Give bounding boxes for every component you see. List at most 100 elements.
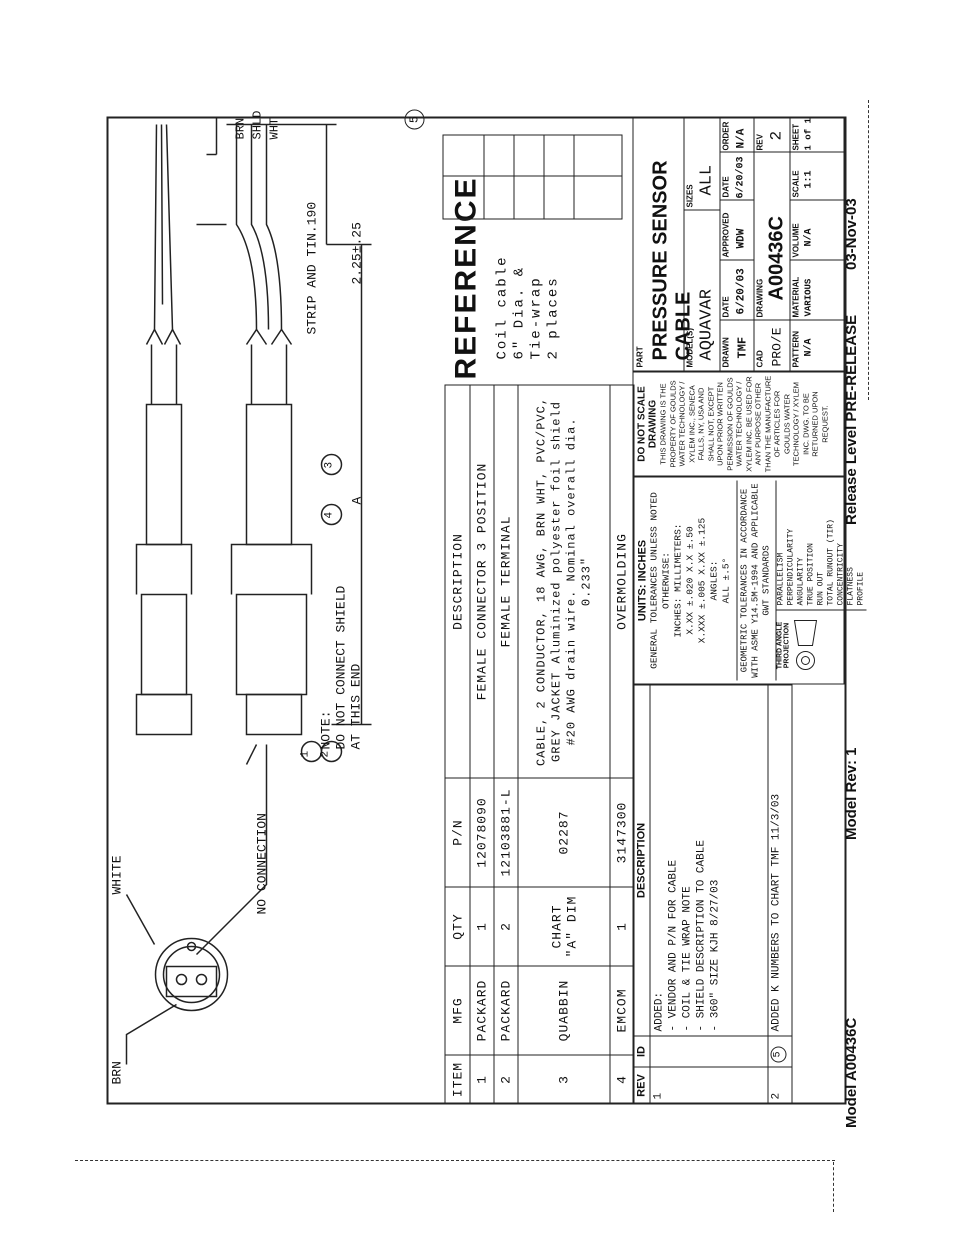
bom-table: ITEM MFG QTY P/N DESCRIPTION 1 PACKARD 1… <box>445 385 635 1105</box>
balloon-5: 5 <box>404 109 425 130</box>
table-row: 3 QUABBIN CHART "A" DIM 02287 CABLE, 2 C… <box>518 385 610 1104</box>
trim-line-right <box>833 1162 834 1212</box>
bom-col-mfg: MFG <box>445 966 470 1055</box>
bom-cell: FEMALE TERMINAL <box>494 385 518 778</box>
balloon-2-label: 2 <box>319 750 332 758</box>
connector-end-view <box>125 744 268 1065</box>
callout-white: WHITE <box>109 855 125 895</box>
bom-cell: 3147300 <box>610 778 634 887</box>
gdt-text: GEOMETRIC TOLERANCES IN ACCORDANCE WITH … <box>736 480 773 681</box>
balloon-4-label: 4 <box>323 511 336 519</box>
bom-cell: PACKARD <box>494 966 518 1055</box>
material-label: MATERIAL <box>791 276 801 318</box>
footer-model-number: Model A00436C <box>843 1017 860 1128</box>
table-row: 1 ADDED: - VENDOR AND P/N FOR CABLE - CO… <box>650 685 768 1104</box>
approved-cell: APPROVED WDW <box>719 199 755 261</box>
trim-line-bottom <box>75 1160 835 1161</box>
note-line: AT THIS END <box>348 663 364 750</box>
wire-labels: BRN SHLD WHT <box>233 111 284 140</box>
rev-label: REV <box>755 134 765 151</box>
part-cell: PART PRESSURE SENSOR CABLE <box>633 117 695 371</box>
coil-line: Tie-wrap <box>528 276 545 360</box>
rev-col-desc: DESCRIPTION <box>633 685 650 1036</box>
approved-value: WDW <box>735 228 748 249</box>
cad-value: PRO/E <box>769 327 785 367</box>
bom-col-qty: QTY <box>445 887 470 966</box>
bom-cell: CHART "A" DIM <box>518 887 610 966</box>
title-block: PART PRESSURE SENSOR CABLE MODEL(S) AQUA… <box>632 116 845 372</box>
balloon-2 <box>320 740 343 763</box>
drawing-sheet: BRN WHITE NO CONNECTION NOTE: DO NOT CON… <box>105 95 867 1125</box>
footer-release: Release Level PRE-RELEASE <box>843 314 860 525</box>
pattern-label: PATTERN <box>791 330 801 368</box>
bom-cell: 1 <box>470 1055 494 1104</box>
approved-label: APPROVED <box>721 212 731 258</box>
projection-label: THIRD ANGLE PROJECTION <box>776 621 791 670</box>
gdt-symbols: PARALLELISM PERPENDICULARITY ANGULARITY … <box>776 519 866 606</box>
balloon-5-label: 5 <box>404 109 425 130</box>
part-label: PART <box>635 346 645 368</box>
connector-side-view <box>230 124 313 765</box>
material-value: VARIOUS <box>803 278 814 317</box>
rev-cell <box>650 1036 768 1067</box>
date1-value: 6/20/03 <box>735 268 748 315</box>
footer-model-revision: Model Rev: 1 <box>843 747 860 840</box>
bom-cell: 12078090 <box>470 778 494 887</box>
coil-note: Coil cable 6" Dia. & Tie-wrap 2 places <box>495 255 563 359</box>
callout-brn: BRN <box>109 1061 125 1085</box>
connector-top-view <box>135 124 193 736</box>
bom-cell: 02287 <box>518 778 610 887</box>
pattern-cell: PATTERN N/A <box>789 319 844 371</box>
order-label: ORDER <box>721 121 731 151</box>
rev-col-rev: REV <box>633 1067 650 1104</box>
balloon-1-label: 1 <box>299 750 312 758</box>
coil-line: Coil cable <box>494 255 511 360</box>
scale-value: 1:1 <box>803 170 815 189</box>
bom-cell: PACKARD <box>470 966 494 1055</box>
scale-cell: SCALE 1:1 <box>789 151 844 201</box>
date2-cell: DATE 6/20/03 <box>719 151 755 201</box>
projection-box: THIRD ANGLE PROJECTION <box>776 609 867 681</box>
k-number-chart <box>442 134 623 220</box>
coil-line: 6" Dia. & <box>511 265 528 360</box>
sheet-cell: SHEET 1 of 1 <box>790 118 844 153</box>
rev-balloon: 5 <box>770 1046 787 1063</box>
bom-cell: 12103881-L <box>494 778 518 887</box>
wire-label: SHLD <box>250 110 265 140</box>
drawn-cell: DRAWN TMF <box>719 319 755 371</box>
rev-cell: ADDED K NUMBERS TO CHART TMF 11/3/03 <box>768 685 792 1036</box>
rev-cell: 1 <box>650 1067 768 1104</box>
bom-cell: FEMALE CONNECTOR 3 POSITION <box>470 385 494 778</box>
table-row: 1 PACKARD 1 12078090 FEMALE CONNECTOR 3 … <box>470 385 494 1104</box>
drawn-value: TMF <box>735 336 750 359</box>
balloon-3 <box>320 453 343 476</box>
bom-cell: 3 <box>518 1055 610 1104</box>
table-row: 2 PACKARD 2 12103881-L FEMALE TERMINAL <box>494 385 518 1104</box>
note-line: NOTE: <box>318 710 334 750</box>
rev-cell: ADDED: - VENDOR AND P/N FOR CABLE - COIL… <box>650 685 768 1036</box>
note-shield: NOTE: DO NOT CONNECT SHIELD AT THIS END <box>319 586 364 750</box>
sizes-label: SIZES <box>685 184 695 208</box>
bom-col-pn: P/N <box>445 778 470 887</box>
note-line: DO NOT CONNECT SHIELD <box>333 585 349 750</box>
rev-cell: 2 <box>768 1067 792 1104</box>
bom-cell: 4 <box>610 1055 634 1104</box>
bom-header: ITEM MFG QTY P/N DESCRIPTION <box>445 385 470 1104</box>
rev-cell: REV 2 <box>753 117 791 153</box>
models-value: AQUAVAR <box>697 289 717 361</box>
date-label: DATE <box>721 296 731 318</box>
bom-cell: 2 <box>494 887 518 966</box>
bom-cell: EMCOM <box>610 966 634 1055</box>
date2-value: 6/20/03 <box>735 156 747 199</box>
revision-table: REV ID DESCRIPTION 1 ADDED: - VENDOR AND… <box>633 685 793 1105</box>
cad-label: CAD <box>755 350 765 368</box>
wire-label: BRN <box>233 117 248 140</box>
bom-cell: QUABBIN <box>518 966 610 1055</box>
rev-cell: 5 <box>768 1036 792 1067</box>
coil-line: 2 places <box>545 276 562 360</box>
sheet-label: SHEET <box>791 123 801 151</box>
drawing-number-cell: DRAWING A00436C <box>753 151 791 321</box>
rev-value: 2 <box>767 130 786 141</box>
models-label: MODEL(S) <box>685 327 695 368</box>
